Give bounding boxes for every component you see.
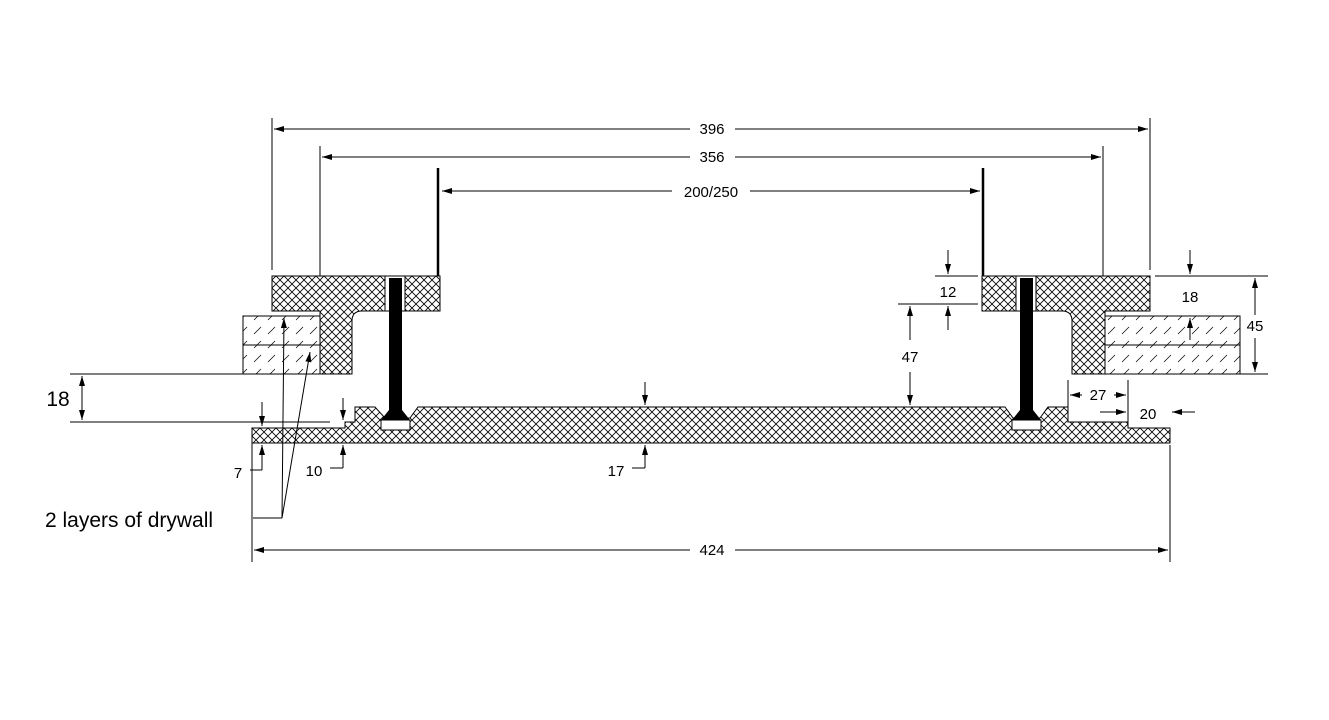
dim-12: 12 (940, 284, 957, 301)
dim-47: 47 (902, 349, 919, 366)
dim-200-250: 200/250 (684, 184, 738, 201)
dim-10: 10 (306, 463, 323, 480)
dim-396: 396 (699, 121, 724, 138)
dim-18-right: 18 (1182, 289, 1199, 306)
dimension-labels: 396 356 200/250 424 18 18 45 47 12 27 20… (45, 121, 1263, 559)
dim-18-left: 18 (46, 388, 69, 411)
drywall-left (242, 315, 321, 375)
dim-356: 356 (699, 149, 724, 166)
dim-424: 424 (699, 542, 724, 559)
dim-27: 27 (1090, 387, 1107, 404)
dim-20: 20 (1140, 406, 1157, 423)
bolt-left (380, 275, 411, 431)
dim-7: 7 (234, 465, 242, 482)
drywall-right (1104, 315, 1241, 375)
dim-17: 17 (608, 463, 625, 480)
bolt-right (1011, 275, 1042, 431)
drywall-annotation: 2 layers of drywall (45, 509, 213, 532)
dim-45: 45 (1247, 318, 1264, 335)
panel-board (251, 406, 1171, 444)
